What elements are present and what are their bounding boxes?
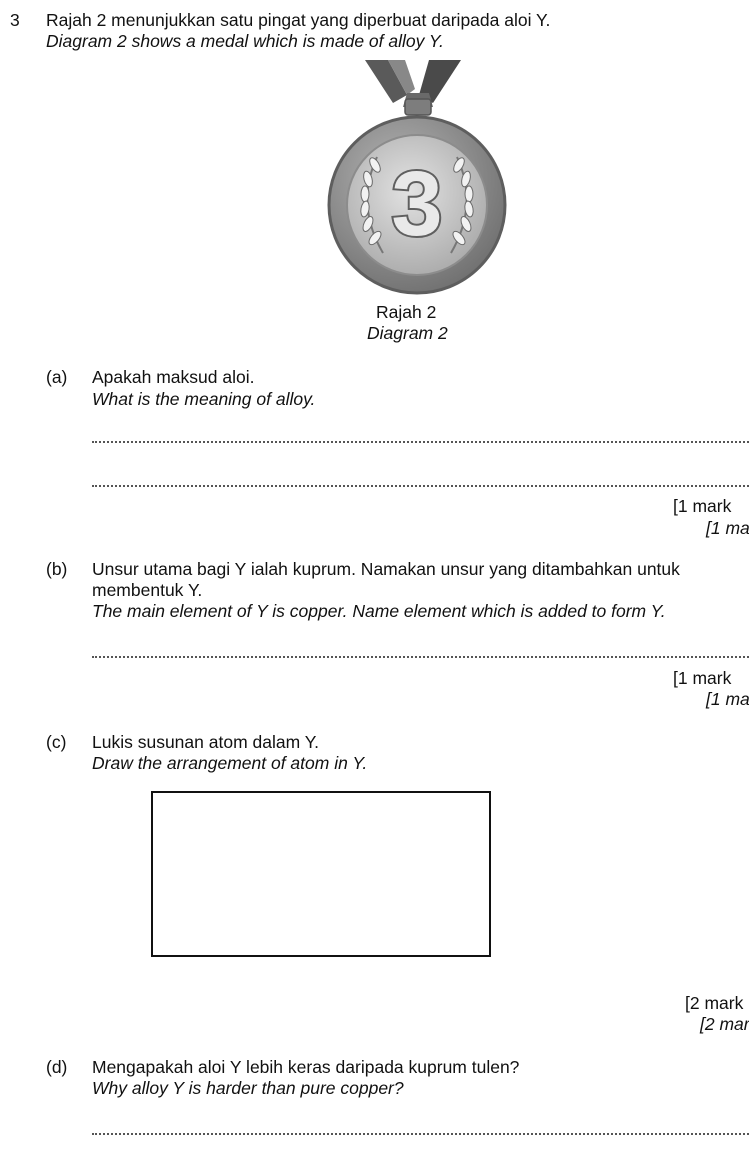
diagram-caption-ms: Rajah 2 — [376, 302, 437, 322]
part-b-label: (b) — [46, 559, 68, 579]
part-b-marks-en: [1 ma — [706, 689, 749, 709]
part-c-marks-ms: [2 mark — [685, 993, 744, 1013]
part-a-answer-line-1[interactable] — [92, 441, 749, 443]
part-a-marks-en: [1 ma — [706, 518, 749, 538]
diagram-caption-en: Diagram 2 — [367, 323, 448, 343]
laurel-left-icon — [360, 156, 384, 254]
part-d-answer-line[interactable] — [92, 1133, 749, 1135]
question-intro-en: Diagram 2 shows a medal which is made of… — [46, 31, 444, 51]
question-number: 3 — [10, 10, 20, 30]
part-c-drawing-box[interactable] — [151, 791, 491, 957]
medal-number: 3 — [391, 153, 442, 255]
part-a-marks-ms: [1 mark — [673, 496, 732, 516]
part-b-question-ms-2: membentuk Y. — [92, 580, 203, 600]
part-b-question-ms-1: Unsur utama bagi Y ialah kuprum. Namakan… — [92, 559, 680, 579]
question-intro-ms: Rajah 2 menunjukkan satu pingat yang dip… — [46, 10, 551, 30]
ribbon-icon — [365, 60, 461, 116]
part-a-question-en: What is the meaning of alloy. — [92, 389, 316, 409]
part-b-question-en: The main element of Y is copper. Name el… — [92, 601, 666, 621]
part-d-question-ms: Mengapakah aloi Y lebih keras daripada k… — [92, 1057, 520, 1077]
medal-diagram: 3 — [327, 60, 507, 295]
part-c-question-ms: Lukis susunan atom dalam Y. — [92, 732, 319, 752]
part-d-label: (d) — [46, 1057, 68, 1077]
laurel-right-icon — [450, 156, 474, 254]
part-a-label: (a) — [46, 367, 68, 387]
part-b-answer-line[interactable] — [92, 656, 749, 658]
part-c-label: (c) — [46, 732, 67, 752]
part-b-marks-ms: [1 mark — [673, 668, 732, 688]
part-d-question-en: Why alloy Y is harder than pure copper? — [92, 1078, 404, 1098]
part-c-marks-en: [2 mar — [700, 1014, 749, 1034]
part-a-question-ms: Apakah maksud aloi. — [92, 367, 255, 387]
part-a-answer-line-2[interactable] — [92, 485, 749, 487]
part-c-question-en: Draw the arrangement of atom in Y. — [92, 753, 368, 773]
